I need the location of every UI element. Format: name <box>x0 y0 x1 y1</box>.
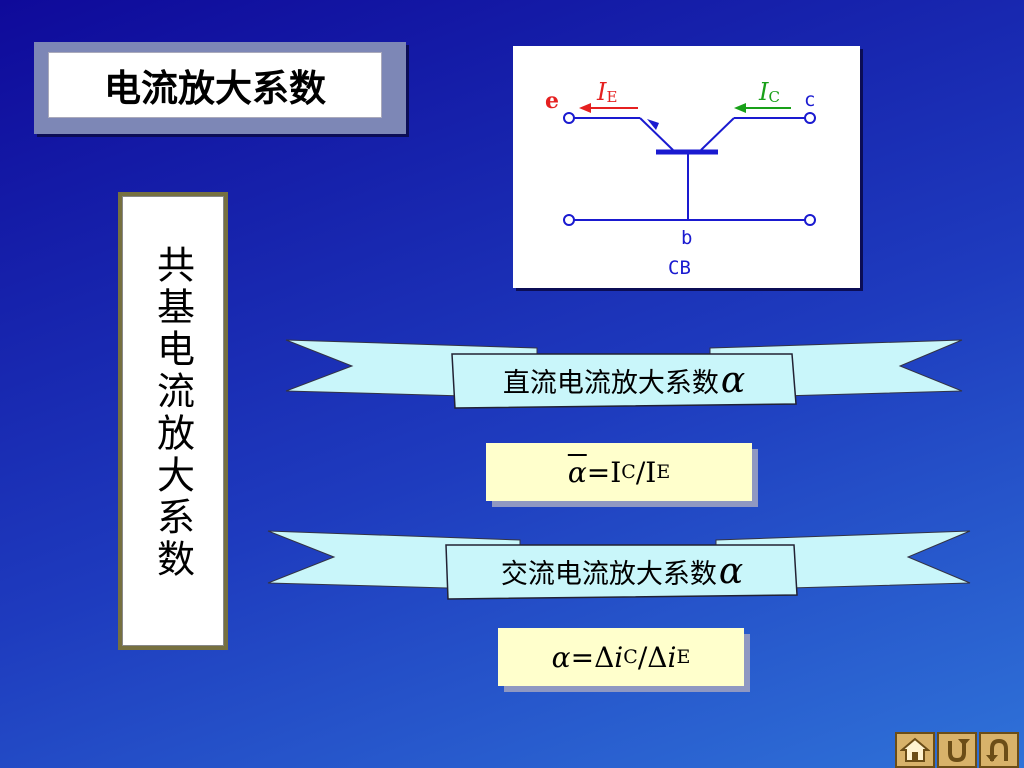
emitter-arrow <box>647 119 659 130</box>
ic-subscript: C <box>623 646 638 668</box>
cb-circuit-diagram: e IE IC c b CB <box>513 46 860 288</box>
page-title: 电流放大系数 <box>48 52 382 118</box>
emitter-label: e <box>545 88 559 114</box>
return-icon <box>948 739 970 763</box>
return-button[interactable] <box>937 732 977 768</box>
back-icon <box>986 738 1008 762</box>
ie-small-symbol: i <box>667 640 677 674</box>
ie-symbol: I <box>645 455 657 489</box>
side-label-frame: 共基电流放大系数 <box>118 192 228 650</box>
ic-symbol: I <box>610 455 622 489</box>
collector-lead <box>700 117 735 151</box>
delta-symbol: Δ <box>594 640 615 674</box>
ie-subscript: E <box>656 461 671 483</box>
side-label-panel: 共基电流放大系数 <box>122 196 224 646</box>
emitter-terminal <box>563 112 575 124</box>
emitter-lead <box>639 117 674 151</box>
dc-alpha-symbol: α <box>720 359 746 401</box>
collector-terminal <box>804 112 816 124</box>
home-button[interactable] <box>895 732 935 768</box>
alpha-symbol: α <box>551 640 571 674</box>
ie-label: IE <box>596 78 617 106</box>
collector-label: c <box>804 89 815 111</box>
base-terminal-right <box>804 214 816 226</box>
config-label: CB <box>668 257 691 279</box>
ac-alpha-symbol: α <box>718 550 744 592</box>
delta-symbol: Δ <box>647 640 668 674</box>
alpha-bar: α <box>567 455 587 489</box>
ic-subscript: C <box>621 461 636 483</box>
divide-slash: / <box>637 640 648 674</box>
base-terminal-left <box>563 214 575 226</box>
ac-gain-text: 交流电流放大系数 <box>500 558 717 590</box>
ic-small-symbol: i <box>614 640 624 674</box>
base-label: b <box>681 227 692 249</box>
divide-slash: / <box>635 455 646 489</box>
circuit-svg: e IE IC c b CB <box>545 78 816 279</box>
side-label: 共基电流放大系数 <box>150 245 195 581</box>
back-button[interactable] <box>979 732 1019 768</box>
dc-gain-text: 直流电流放大系数 <box>502 367 719 399</box>
ie-arrow-head <box>579 103 591 113</box>
title-frame: 电流放大系数 <box>34 42 406 134</box>
ie-subscript: E <box>676 646 691 668</box>
home-icon <box>900 737 930 762</box>
ic-label: IC <box>758 78 780 106</box>
equals-sign: = <box>586 455 611 489</box>
ic-arrow-head <box>734 103 746 113</box>
equals-sign: = <box>570 640 595 674</box>
